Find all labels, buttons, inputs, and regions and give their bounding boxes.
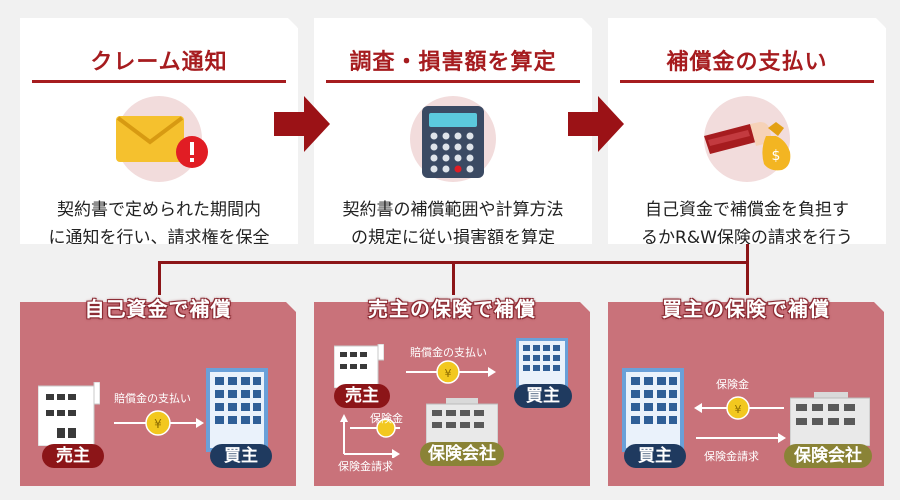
- title-underline: [620, 80, 874, 83]
- desc-line: 契約書の補償範囲や計算方法: [342, 200, 564, 220]
- connector-line: [746, 261, 749, 295]
- connector-line: [452, 261, 455, 295]
- step-description: 契約書で定められた期間内 に通知を行い、請求権を保全: [28, 196, 290, 248]
- step-title: クレーム通知: [90, 50, 228, 75]
- connector-line: [158, 261, 161, 295]
- payment-flow-arrow: ¥: [406, 360, 496, 384]
- insurer-building-icon: [426, 398, 498, 446]
- desc-line: るかR&W保険の請求を行う: [641, 228, 853, 248]
- desc-line: に通知を行い、請求権を保全: [48, 228, 270, 248]
- insurer-building-icon: [790, 392, 870, 446]
- panel-title: 売主の保険で補償: [368, 297, 536, 321]
- seller-label: 売主: [42, 444, 104, 468]
- title-underline: [32, 80, 286, 83]
- desc-line: の規定に従い損害額を算定: [351, 228, 555, 248]
- insurance-money-label: 保険金: [370, 412, 403, 425]
- desc-line: 自己資金で補償金を負担す: [645, 200, 849, 220]
- claim-label: 保険金請求: [338, 460, 393, 473]
- claim-arrow: [696, 433, 786, 443]
- buyer-building-icon: [516, 338, 568, 388]
- svg-text:¥: ¥: [735, 403, 742, 416]
- payment-flow-arrow: ¥: [114, 410, 204, 436]
- svg-text:¥: ¥: [445, 367, 452, 380]
- step-arrow-right-icon: [568, 96, 624, 152]
- buyer-label: 買主: [624, 444, 686, 468]
- step-description: 自己資金で補償金を負担す るかR&W保険の請求を行う: [616, 196, 878, 248]
- seller-building-icon: [38, 382, 100, 446]
- insurer-label: 保険会社: [784, 444, 872, 468]
- step-card-claim-notice: クレーム通知 契約書で定められた期間内 に通知を行い、請求権を保全: [20, 18, 298, 244]
- payment-label: 賠償金の支払い: [114, 392, 191, 405]
- step-title: 調査・損害額を算定: [349, 50, 557, 75]
- insurer-label: 保険会社: [420, 442, 504, 466]
- panel-title: 自己資金で補償: [84, 297, 232, 321]
- payment-icon: $: [704, 122, 791, 171]
- step-card-payment: 補償金の支払い $ 自己資金で補償金を負担す るかR&W保険の請求を行う: [608, 18, 886, 244]
- svg-text:$: $: [772, 148, 781, 164]
- envelope-alert-icon: [116, 116, 208, 168]
- step-card-assessment: 調査・損害額を算定 契約書の補償範囲や計算方法 の規定に従い損害額を算定: [314, 18, 592, 244]
- insurance-money-label: 保険金: [716, 378, 749, 391]
- svg-text:¥: ¥: [154, 417, 162, 431]
- title-underline: [326, 80, 580, 83]
- insurance-money-arrow: ¥: [694, 396, 784, 420]
- payment-label: 賠償金の支払い: [410, 346, 487, 359]
- seller-label: 売主: [334, 384, 390, 408]
- step-description: 契約書の補償範囲や計算方法 の規定に従い損害額を算定: [322, 196, 584, 248]
- buyer-building-icon: [206, 368, 268, 452]
- insurance-flow-arrows: [340, 414, 400, 458]
- buyer-label: 買主: [514, 384, 572, 408]
- seller-building-icon: [334, 344, 384, 388]
- step-arrow-right-icon: [274, 96, 330, 152]
- connector-line: [746, 244, 749, 262]
- panel-title: 買主の保険で補償: [662, 297, 830, 321]
- buyer-building-icon: [622, 368, 684, 452]
- buyer-label: 買主: [210, 444, 272, 468]
- calculator-icon: [422, 106, 484, 178]
- step-title: 補償金の支払い: [666, 50, 828, 75]
- desc-line: 契約書で定められた期間内: [57, 200, 261, 220]
- claim-label: 保険金請求: [704, 450, 759, 463]
